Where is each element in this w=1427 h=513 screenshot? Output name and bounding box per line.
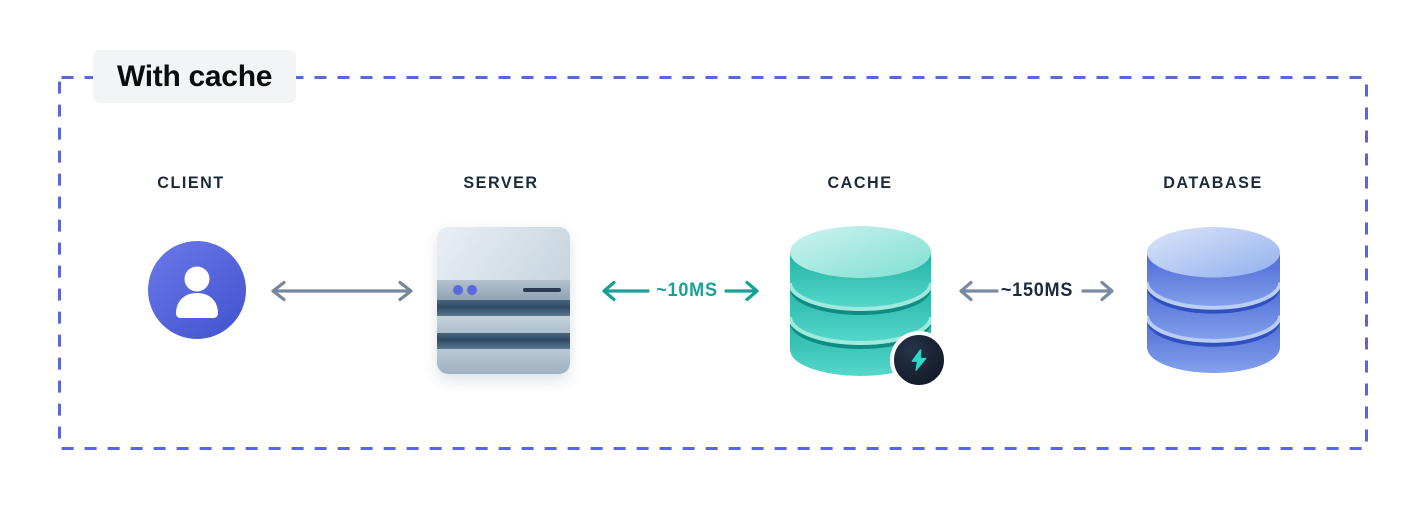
arrow-client-server [271,280,413,302]
latency-server-cache: ~10MS [656,280,718,301]
server-bottom-band [437,349,570,374]
database-cylinder-icon [1147,226,1280,374]
server-top-panel [437,227,570,280]
server-dark-band [437,333,570,349]
server-label: SERVER [463,173,539,192]
server-led-icon [453,285,463,295]
title-chip: With cache [93,50,297,103]
client-label: CLIENT [157,173,225,192]
cache-cylinder-icon [790,226,931,376]
lightning-icon [911,349,927,371]
server-node [437,227,570,374]
cache-speed-badge [890,331,948,389]
server-led-icon [467,285,477,295]
server-light-band [437,316,570,333]
cache-label: CACHE [827,173,893,192]
server-dark-band [437,300,570,316]
user-avatar-icon [176,266,218,318]
latency-cache-database: ~150MS [1000,280,1074,301]
server-rack-band [437,280,570,300]
diagram-title: With cache [117,60,273,93]
server-drive-slot [523,288,561,292]
database-label: DATABASE [1163,173,1263,192]
client-node [148,241,246,339]
